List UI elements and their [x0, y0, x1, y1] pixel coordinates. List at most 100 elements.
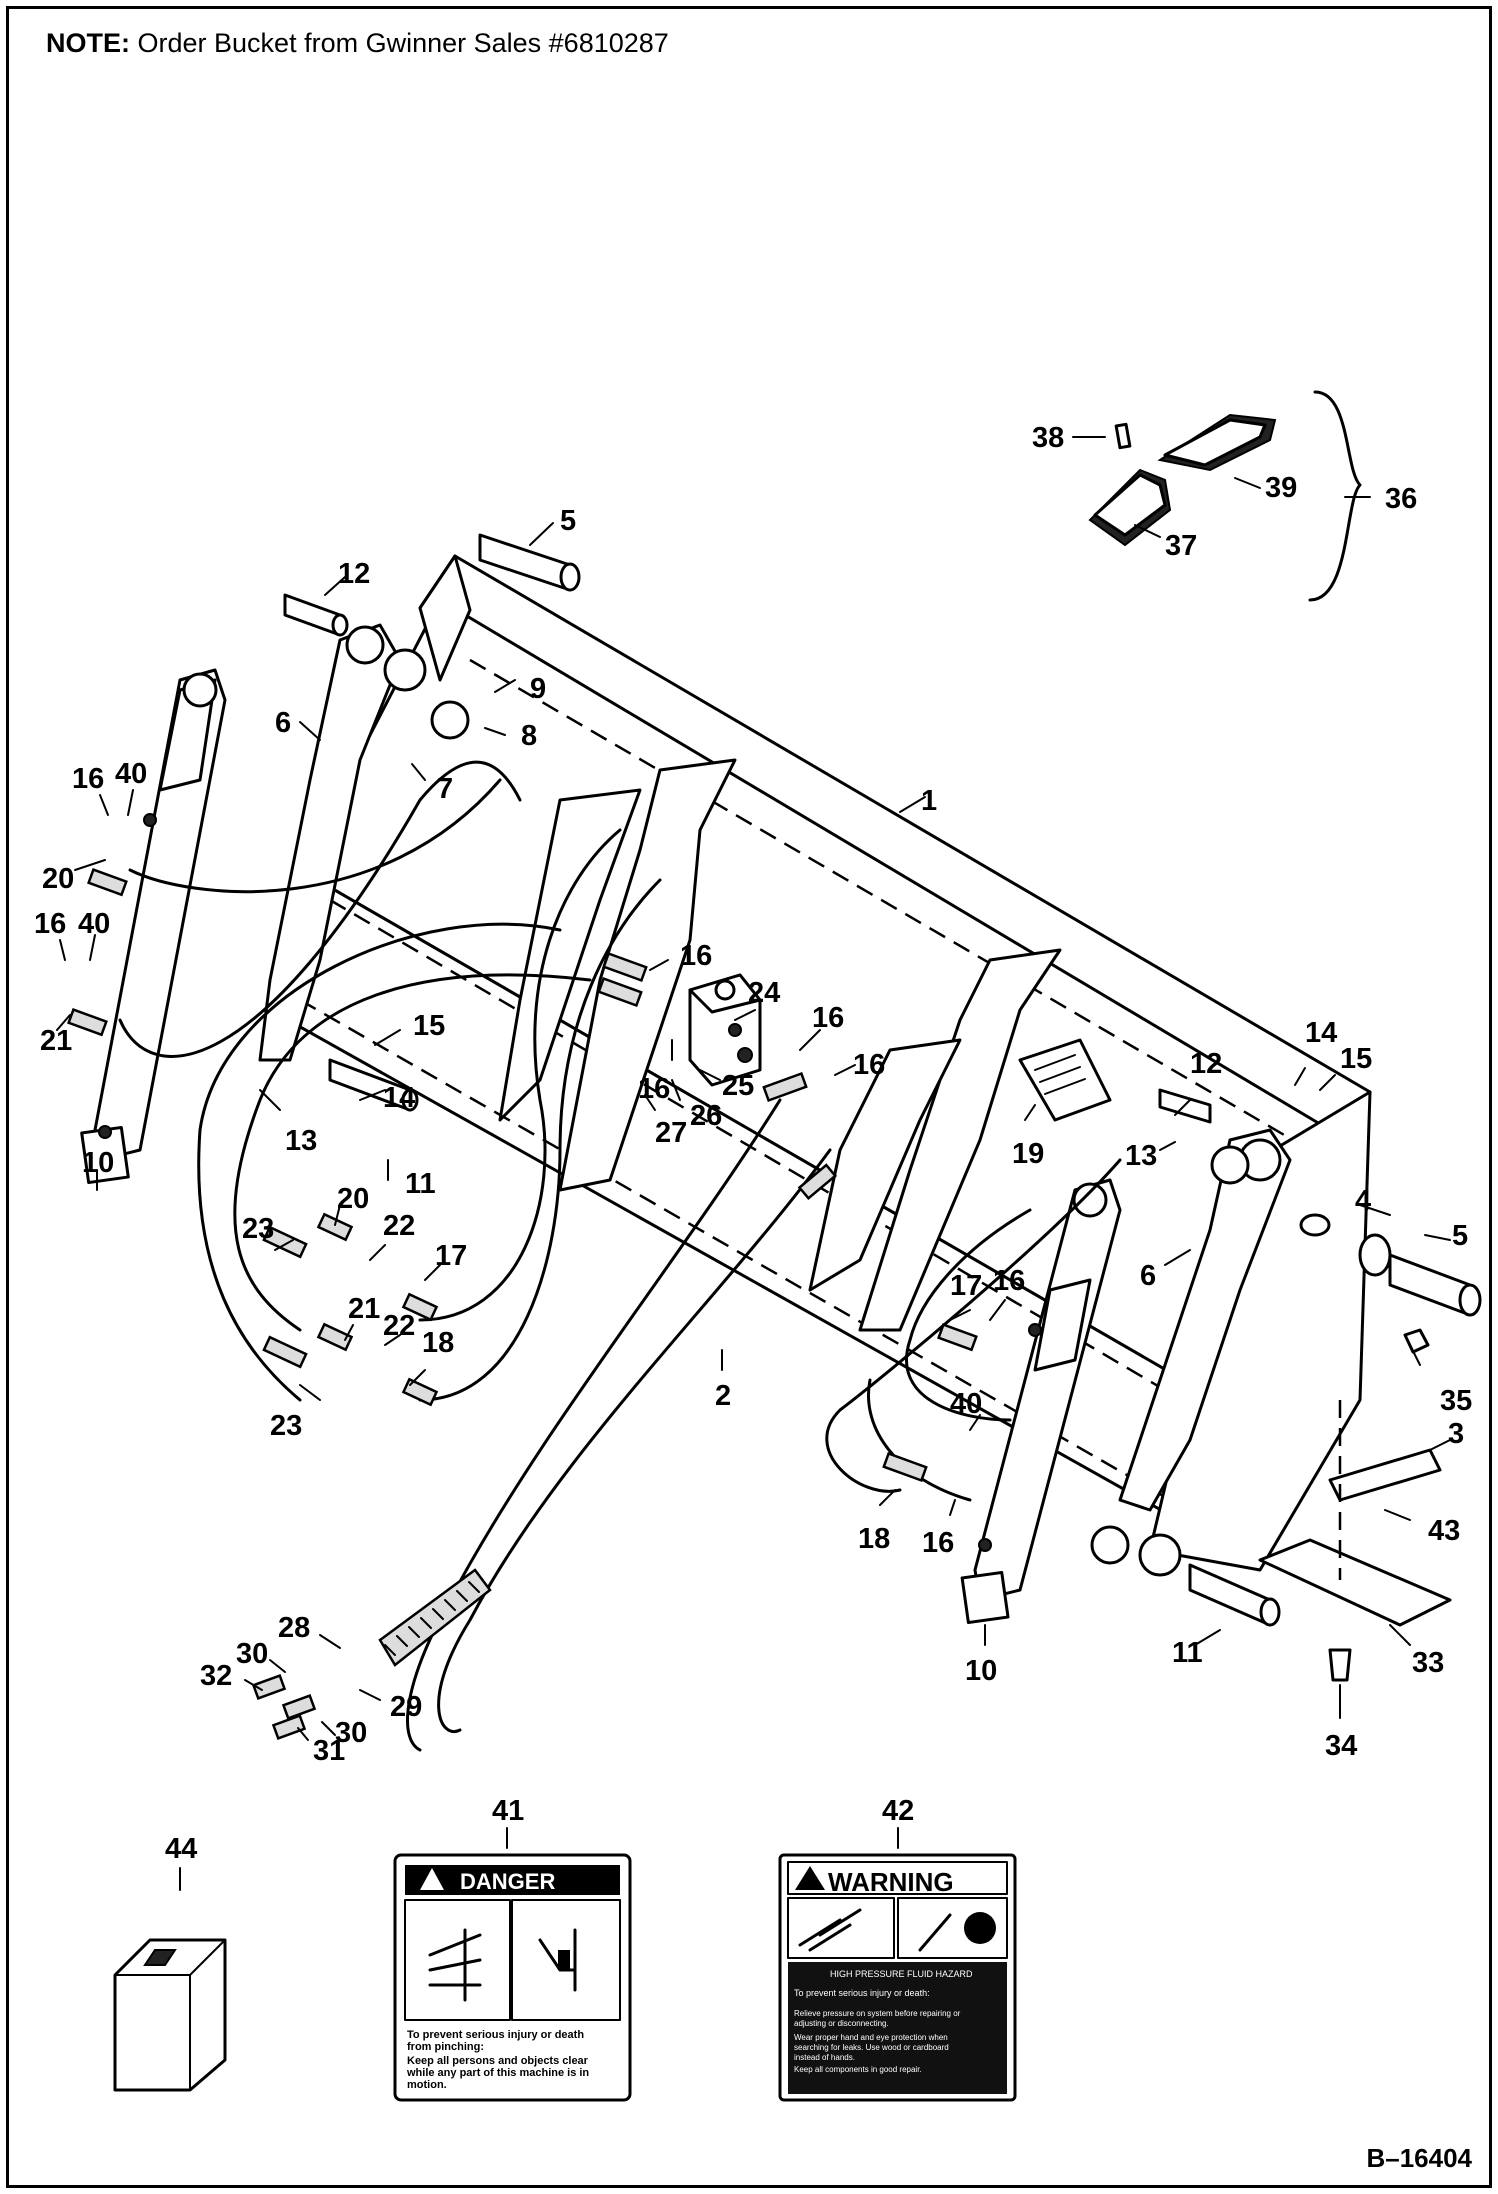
callout-21-a: 21	[40, 1025, 72, 1057]
callout-18-right: 18	[858, 1523, 890, 1555]
callout-16-f: 16	[853, 1049, 885, 1081]
callout-40-c: 40	[950, 1388, 982, 1420]
danger-decal: DANGER To prevent serious injury or deat…	[393, 1853, 632, 2102]
mounting-brackets	[498, 758, 1062, 1332]
drawing-number: B–16404	[1366, 2143, 1472, 2173]
callout-26: 26	[690, 1100, 722, 1132]
callout-10-left: 10	[82, 1147, 114, 1179]
callout-8: 8	[521, 720, 537, 752]
callout-25: 25	[722, 1070, 754, 1102]
callout-20-a: 20	[42, 863, 74, 895]
callout-30-a: 30	[236, 1638, 268, 1670]
valve-block	[688, 973, 762, 1087]
callout-16-a: 16	[72, 763, 104, 795]
callout-40-a: 40	[115, 758, 147, 790]
callout-3: 3	[1448, 1418, 1464, 1450]
callout-18-left: 18	[422, 1327, 454, 1359]
danger-header: DANGER	[460, 1869, 555, 1894]
warning-bullet-3: Keep all components in good repair.	[794, 2065, 922, 2074]
callout-39: 39	[1265, 472, 1297, 504]
callout-43: 43	[1428, 1515, 1460, 1547]
callout-5-left: 5	[560, 505, 576, 537]
danger-pictogram-pinch	[404, 1899, 511, 2021]
warning-bullet-1: Relieve pressure on system before repair…	[794, 2009, 961, 2028]
callout-22-a: 22	[383, 1210, 415, 1242]
callout-16-h: 16	[922, 1527, 954, 1559]
callout-13-right: 13	[1125, 1140, 1157, 1172]
warning-header-bar	[787, 1861, 1008, 1895]
glove-icon	[964, 1912, 996, 1944]
left-tilt-cylinder	[80, 668, 227, 1185]
callout-16-e: 16	[812, 1002, 844, 1034]
callout-17-left: 17	[435, 1240, 467, 1272]
danger-pictogram-hand	[511, 1899, 621, 2021]
order-note: NOTE: Order Bucket from Gwinner Sales #6…	[46, 28, 669, 59]
note-text: Order Bucket from Gwinner Sales #6810287	[137, 28, 669, 58]
callout-2: 2	[715, 1380, 731, 1412]
callout-1: 1	[921, 785, 937, 817]
callout-9: 9	[530, 673, 546, 705]
callout-28: 28	[278, 1612, 310, 1644]
warning-decal: WARNING HIGH PRESSURE FLUID HAZARD To pr…	[778, 1853, 1017, 2102]
callout-16-b: 16	[34, 908, 66, 940]
callout-30-b: 30	[335, 1717, 367, 1749]
fittings	[67, 868, 978, 1740]
callout-44: 44	[165, 1833, 197, 1865]
fluid-jet-icon	[798, 1908, 862, 1952]
callout-14-left: 14	[383, 1082, 415, 1114]
callout-31: 31	[313, 1735, 345, 1767]
callout-6-right: 6	[1140, 1260, 1156, 1292]
callout-6-left: 6	[275, 707, 291, 739]
callout-20-b: 20	[337, 1183, 369, 1215]
callout-32: 32	[200, 1660, 232, 1692]
callout-13-left: 13	[285, 1125, 317, 1157]
solenoid-valve	[1018, 1038, 1112, 1122]
cutting-edge	[1258, 1400, 1452, 1682]
callout-41: 41	[492, 1795, 524, 1827]
callout-35: 35	[1440, 1385, 1472, 1417]
service-kit-box	[113, 1938, 227, 2092]
right-lift-arm	[1090, 1128, 1292, 1577]
callout-11-left: 11	[405, 1168, 436, 1200]
callout-38: 38	[1032, 422, 1064, 454]
callout-21-b: 21	[348, 1293, 380, 1325]
callout-11-right: 11	[1172, 1637, 1203, 1669]
warning-bullet-2: Wear proper hand and eye protection when…	[794, 2033, 949, 2062]
callout-27: 27	[655, 1117, 687, 1149]
callout-numbers: 1 2 3 4 5 5 6 6 7 8 9 10 10 11 11 12 12 …	[34, 422, 1472, 1865]
left-lift-arm	[258, 623, 470, 1062]
callout-5-right: 5	[1452, 1220, 1468, 1252]
callout-37: 37	[1165, 530, 1197, 562]
callout-23-b: 23	[270, 1410, 302, 1442]
warning-pictogram-leak	[787, 1897, 895, 1959]
warning-pictogram-glove	[897, 1897, 1008, 1959]
callout-15-left: 15	[413, 1010, 445, 1042]
callout-15-right: 15	[1340, 1043, 1372, 1075]
leader-lines	[56, 436, 1451, 1891]
note-prefix: NOTE:	[46, 28, 130, 58]
danger-alert-icon	[420, 1868, 444, 1890]
bucket-tooth-assembly	[1088, 390, 1362, 602]
callout-4: 4	[1355, 1185, 1371, 1217]
callout-12-left: 12	[338, 558, 370, 590]
callout-33: 33	[1412, 1647, 1444, 1679]
hose-guard-spiral	[378, 1568, 492, 1667]
callout-14-right: 14	[1305, 1017, 1337, 1049]
callout-40-b: 40	[78, 908, 110, 940]
warning-header: WARNING	[828, 1867, 954, 1897]
pinch-icon	[428, 1928, 482, 2002]
callout-29: 29	[390, 1691, 422, 1723]
right-tilt-cylinder	[960, 1178, 1122, 1625]
callout-7: 7	[437, 773, 453, 805]
callout-19: 19	[1012, 1138, 1044, 1170]
warning-lead: To prevent serious injury or death:	[794, 1988, 930, 1998]
warning-alert-icon	[795, 1866, 825, 1890]
callout-42: 42	[882, 1795, 914, 1827]
callout-17-right: 17	[950, 1270, 982, 1302]
warning-subheader: HIGH PRESSURE FLUID HAZARD	[830, 1969, 973, 1979]
drawing-frame	[6, 6, 1492, 2188]
callout-10-right: 10	[965, 1655, 997, 1687]
